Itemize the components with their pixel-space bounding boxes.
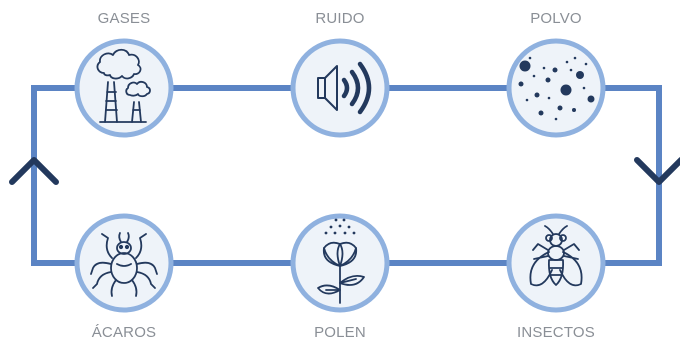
node-ruido bbox=[290, 38, 390, 138]
label-acaros: ÁCAROS bbox=[91, 324, 157, 341]
node-acaros bbox=[74, 213, 174, 313]
node-polen bbox=[290, 213, 390, 313]
mite-icon bbox=[90, 232, 158, 297]
label-insectos: INSECTOS bbox=[516, 324, 595, 341]
arrow-down-icon bbox=[634, 157, 680, 185]
arrow-up-icon bbox=[9, 157, 59, 185]
node-polvo bbox=[506, 38, 606, 138]
speaker-sound-icon bbox=[317, 61, 372, 115]
node-insectos bbox=[506, 213, 606, 313]
dust-particles-icon bbox=[518, 56, 595, 121]
label-ruido: RUIDO bbox=[315, 10, 365, 27]
label-gases: GASES bbox=[97, 10, 151, 27]
factory-smoke-icon bbox=[96, 48, 151, 123]
label-polvo: POLVO bbox=[530, 10, 582, 27]
insect-fly-icon bbox=[529, 225, 583, 287]
flower-pollen-icon bbox=[317, 218, 365, 304]
node-gases bbox=[74, 38, 174, 138]
label-polen: POLEN bbox=[314, 324, 366, 341]
